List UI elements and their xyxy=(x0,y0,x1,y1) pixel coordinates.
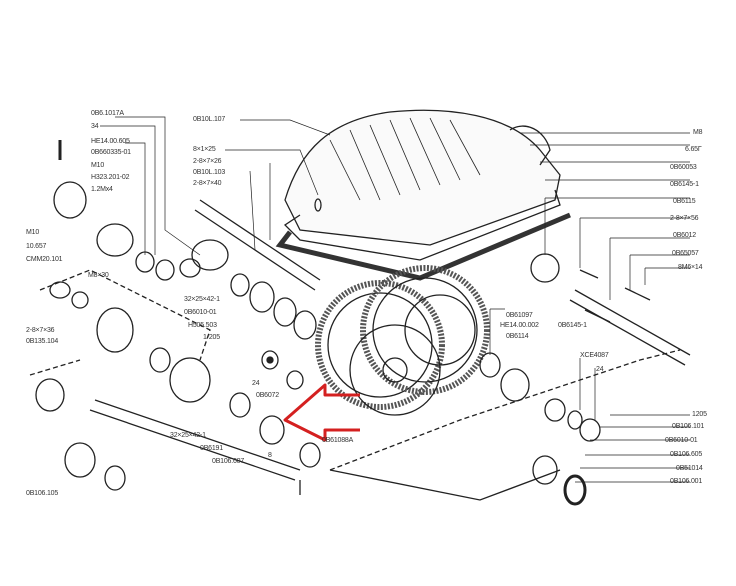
part-label: 0B660335-01 xyxy=(91,149,131,156)
part-label: 0B65057 xyxy=(672,250,699,257)
part-label: 2-8×7×56 xyxy=(670,215,699,222)
part-label: 34 xyxy=(91,123,99,130)
part-label: 0B6145-1 xyxy=(670,181,699,188)
part-label: 8 xyxy=(268,452,272,459)
part-label: 0B6010-01 xyxy=(184,309,217,316)
part-label: 0B10L.103 xyxy=(193,169,226,176)
part-label: M8×30 xyxy=(88,272,109,279)
part-label: 1205 xyxy=(692,411,707,418)
part-label: M10 xyxy=(26,229,40,236)
part-label: M10 xyxy=(91,162,105,169)
part-label: 0B6.1017A xyxy=(91,110,124,117)
part-label: 0B106.605 xyxy=(670,451,703,458)
part-label: 0B106.001 xyxy=(670,478,703,485)
part-label: HE14.00.002 xyxy=(500,322,539,329)
highlight-arrow xyxy=(283,383,360,442)
part-label: 0B106.607 xyxy=(212,458,245,465)
part-label: 2-8×7×40 xyxy=(193,180,222,187)
part-label: 0B106.101 xyxy=(672,423,705,430)
part-label: 32×25×42-1 xyxy=(170,432,206,439)
part-label: HE14.00.605 xyxy=(91,138,130,145)
part-label: 32×25×42-1 xyxy=(184,296,220,303)
gearbox-cover xyxy=(275,109,571,281)
part-label: 0B61088A xyxy=(322,437,354,444)
part-label: 8×1×25 xyxy=(193,146,216,153)
part-label: 0B6115 xyxy=(673,198,696,205)
part-label: 1.2Mx4 xyxy=(91,186,113,193)
part-label: 0B60053 xyxy=(670,164,697,171)
part-label: 1-205 xyxy=(203,334,220,341)
part-label: 0B106.105 xyxy=(26,490,59,497)
large-gears xyxy=(315,265,490,416)
part-label: 0B6012 xyxy=(673,232,696,239)
part-label: 0B10L.107 xyxy=(193,116,226,123)
part-label: 0B51014 xyxy=(676,465,703,472)
part-label: 24 xyxy=(252,380,260,387)
part-label: H323.201-02 xyxy=(91,174,130,181)
part-label: 0B6114 xyxy=(506,333,529,340)
part-label: 10.657 xyxy=(26,243,47,250)
part-label: 0B135.104 xyxy=(26,338,59,345)
part-label: 8M6×14 xyxy=(678,264,703,271)
part-label: 0B6191 xyxy=(200,445,223,452)
part-label: 6.65Г xyxy=(685,146,702,153)
part-label: 0B6145-1 xyxy=(558,322,587,329)
part-label: 2-8×7×36 xyxy=(26,327,55,334)
washers-bearings xyxy=(35,140,651,506)
part-label: 24 xyxy=(596,366,604,373)
part-label: M8 xyxy=(693,129,703,136)
leader-lines xyxy=(100,116,690,483)
part-label: CMM20.101 xyxy=(26,256,63,263)
part-label: 0B61097 xyxy=(506,312,533,319)
part-label: 0B6010-01 xyxy=(665,437,698,444)
part-label: 2-8×7×26 xyxy=(193,158,222,165)
part-label: 0B6072 xyxy=(256,392,279,399)
part-label: XCE4087 xyxy=(580,352,609,359)
part-label: H505.503 xyxy=(188,322,217,329)
